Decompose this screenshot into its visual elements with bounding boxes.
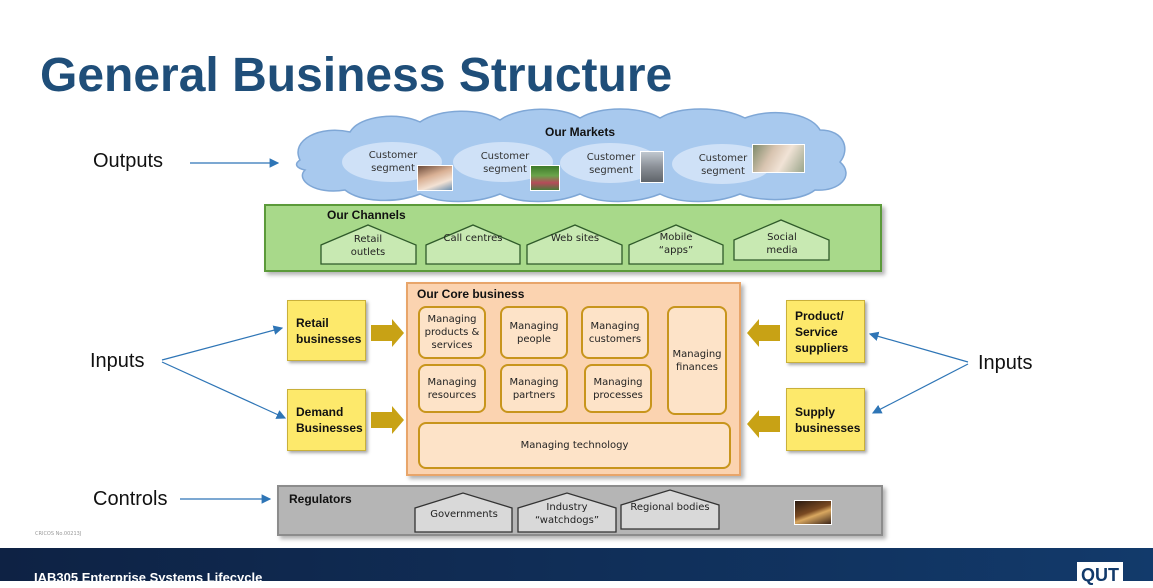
input-supply-businesses: Supply businesses: [786, 388, 865, 451]
core-title: Our Core business: [417, 287, 525, 301]
market-segment-3: Customer segment: [586, 152, 636, 176]
input-retail-businesses: Retail businesses: [287, 300, 366, 361]
regulator-regional-bodies: Regional bodies: [630, 502, 710, 513]
inputs-right-label: Inputs: [978, 352, 1033, 374]
footer-bar: [0, 548, 1153, 581]
inputs-right-arrow-top: [868, 331, 969, 363]
controls-label: Controls: [93, 488, 168, 510]
inputs-right-arrow-bottom: [871, 363, 969, 414]
channel-call-centres: Call centres: [443, 233, 503, 244]
core-finances: Managing finances: [667, 306, 727, 415]
channel-mobile-apps: Mobile “apps”: [658, 232, 694, 256]
customer-photo-3-icon: [640, 151, 664, 183]
regulators-title: Regulators: [289, 492, 352, 506]
channel-social-media: Social media: [766, 232, 798, 256]
gold-arrow-supply: [747, 410, 780, 438]
inputs-left-label: Inputs: [90, 350, 145, 372]
input-demand-businesses: Demand Businesses: [287, 389, 366, 451]
market-segment-1: Customer segment: [368, 150, 418, 174]
inputs-left-arrow-top: [161, 325, 284, 361]
outputs-label: Outputs: [93, 150, 164, 172]
cricos-note: CRICOS No.00213J: [35, 531, 82, 537]
core-partners: Managing partners: [500, 364, 568, 413]
input-product-service-suppliers: Product/ Service suppliers: [786, 300, 865, 363]
gold-arrow-demand: [371, 406, 404, 434]
core-processes: Managing processes: [584, 364, 652, 413]
qut-logo: QUT: [1077, 562, 1123, 585]
core-products-services: Managing products & services: [418, 306, 486, 359]
core-people: Managing people: [500, 306, 568, 359]
channel-web-sites: Web sites: [550, 233, 600, 244]
customer-photo-1-icon: [417, 165, 453, 191]
gavel-photo-icon: [794, 500, 832, 525]
regulator-governments: Governments: [430, 509, 498, 520]
customer-photo-2-icon: [530, 165, 560, 191]
core-customers: Managing customers: [581, 306, 649, 359]
channels-title: Our Channels: [327, 208, 406, 222]
gold-arrow-product: [747, 319, 780, 347]
inputs-left-arrow-bottom: [161, 361, 287, 419]
channel-retail-outlets: Retail outlets: [350, 234, 386, 258]
slide-title: General Business Structure: [40, 49, 673, 102]
customer-photo-4-icon: [752, 144, 805, 173]
markets-title: Our Markets: [545, 125, 616, 139]
core-resources: Managing resources: [418, 364, 486, 413]
market-segment-4: Customer segment: [698, 153, 748, 177]
market-segment-2: Customer segment: [480, 151, 530, 175]
core-technology: Managing technology: [418, 422, 731, 469]
regulator-industry-watchdogs: Industry “watchdogs”: [534, 502, 600, 526]
gold-arrow-retail: [371, 319, 404, 347]
footer-course-title: IAB305 Enterprise Systems Lifecycle: [34, 570, 263, 585]
